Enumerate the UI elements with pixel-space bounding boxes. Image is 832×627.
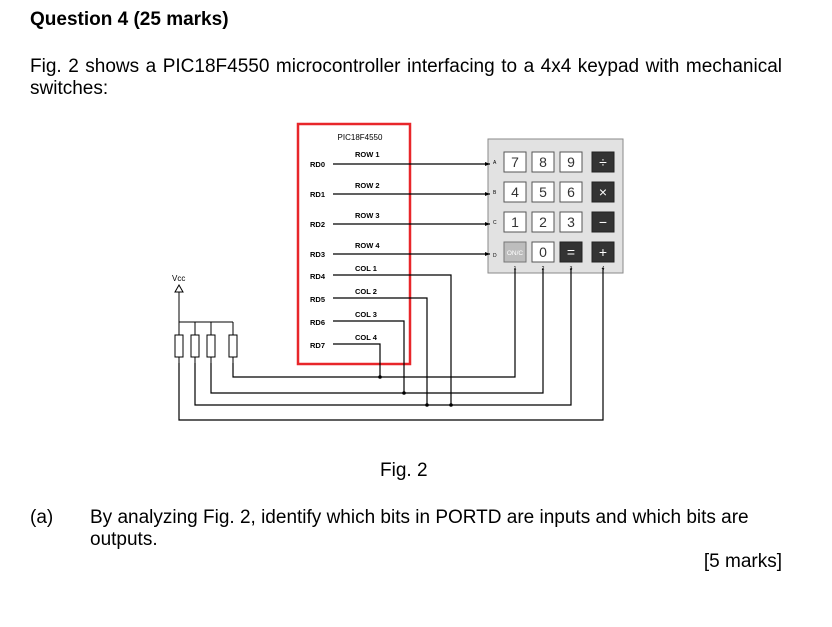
key-1-label: 1 — [511, 214, 519, 230]
signal-col-4: COL 4 — [355, 333, 378, 342]
key-divide-label: ÷ — [599, 154, 607, 170]
column-wires — [178, 268, 604, 421]
key-5-label: 5 — [539, 184, 547, 200]
key-7 — [503, 151, 527, 173]
key-multiply-label: × — [599, 184, 607, 200]
key-plus — [591, 241, 615, 263]
key-equals-label: = — [567, 244, 575, 260]
pin-rd5: RD5 — [310, 295, 325, 304]
key-on-clear — [503, 241, 527, 263]
part-a-label: (a) — [30, 507, 54, 528]
key-8 — [531, 151, 555, 173]
key-5 — [531, 181, 555, 203]
key-3-label: 3 — [567, 214, 575, 230]
signal-col-1: COL 1 — [355, 264, 377, 273]
key-6 — [559, 181, 583, 203]
key-equals — [559, 241, 583, 263]
key-1 — [503, 211, 527, 233]
chip-highlight-box — [296, 122, 412, 366]
key-2 — [531, 211, 555, 233]
key-minus — [591, 211, 615, 233]
key-4-label: 4 — [511, 184, 519, 200]
pin-rd1: RD1 — [310, 190, 325, 199]
chip-name: PIC18F4550 — [338, 133, 383, 142]
signal-col-3: COL 3 — [355, 310, 377, 319]
key-3 — [559, 211, 583, 233]
row-wires — [333, 163, 490, 255]
key-2-label: 2 — [539, 214, 547, 230]
question-heading: Question 4 (25 marks) — [30, 9, 229, 30]
signal-row-2: ROW 2 — [355, 181, 380, 190]
row-letter-b: B — [493, 190, 497, 196]
keypad-circuit-figure: 7 8 9 ÷ 4 5 6 × 1 2 3 − ON/C 0 = + A B C… — [172, 122, 624, 421]
key-7-label: 7 — [511, 154, 519, 170]
key-4 — [503, 181, 527, 203]
pin-rd4: RD4 — [310, 272, 326, 281]
key-9-label: 9 — [567, 154, 575, 170]
pin-rd7: RD7 — [310, 341, 325, 350]
row-letter-a: A — [493, 160, 497, 166]
key-on-clear-label: ON/C — [507, 250, 524, 257]
key-0 — [531, 241, 555, 263]
key-0-label: 0 — [539, 244, 547, 260]
part-a-question: By analyzing Fig. 2, identify which bits… — [90, 507, 749, 550]
signal-row-4: ROW 4 — [355, 241, 380, 250]
signal-col-2: COL 2 — [355, 287, 377, 296]
key-6-label: 6 — [567, 184, 575, 200]
signal-row-1: ROW 1 — [355, 150, 380, 159]
key-9 — [559, 151, 583, 173]
row-letter-c: C — [493, 220, 497, 226]
row-wire-arrows — [485, 162, 490, 256]
pin-rd2: RD2 — [310, 220, 325, 229]
key-minus-label: − — [599, 214, 607, 230]
vcc-label: Vcc — [172, 274, 185, 283]
pin-rd3: RD3 — [310, 250, 325, 259]
key-plus-label: + — [599, 244, 607, 260]
key-divide — [591, 151, 615, 173]
pull-up-resistors — [174, 292, 238, 363]
signal-row-3: ROW 3 — [355, 211, 380, 220]
key-8-label: 8 — [539, 154, 547, 170]
figure-caption: Fig. 2 — [380, 460, 428, 481]
pin-rd6: RD6 — [310, 318, 325, 327]
row-letter-d: D — [493, 253, 497, 259]
junction-dots — [378, 375, 453, 407]
part-a-marks: [5 marks] — [703, 551, 782, 572]
vcc-symbol — [174, 283, 184, 293]
key-multiply — [591, 181, 615, 203]
intro-text: Fig. 2 shows a PIC18F4550 microcontrolle… — [30, 56, 782, 99]
pin-rd0: RD0 — [310, 160, 325, 169]
